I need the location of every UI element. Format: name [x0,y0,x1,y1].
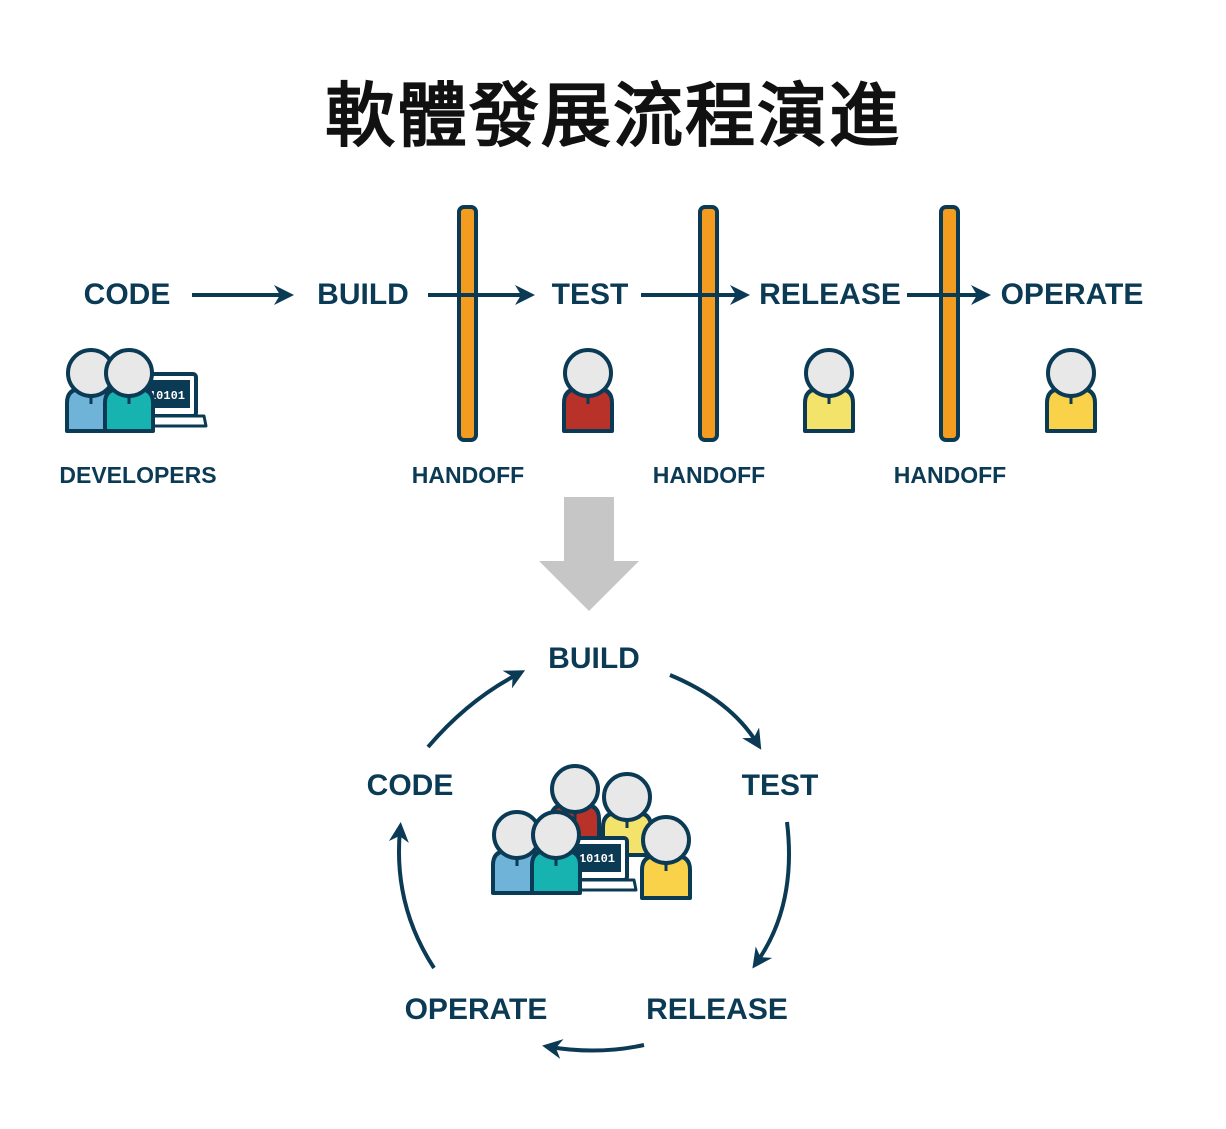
handoff-label: HANDOFF [894,462,1006,488]
top-stage-operate: OPERATE [1001,278,1144,311]
tester-icon [562,348,614,433]
top-stage-test: TEST [552,278,629,311]
laptop-code-text: 10101 [149,389,185,403]
cycle-arrow [388,822,436,970]
laptop-code-text: 10101 [579,852,615,866]
team-icon: 10101 [491,764,692,900]
developers-label: DEVELOPERS [59,462,216,488]
cycle-arrow [426,670,526,749]
cycle-arrow [752,821,791,969]
cycle-stage-test: TEST [742,769,819,802]
top-flow: CODE BUILD TEST RELEASE OPERATE 10101 DE… [59,205,1144,488]
cycle-stage-release: RELEASE [646,993,788,1026]
cycle-stage-build: BUILD [548,642,640,675]
cycle-arrow [669,673,762,750]
top-stage-build: BUILD [317,278,409,311]
handoff-bar [939,205,960,442]
cycle-stage-code: CODE [367,769,454,802]
handoff-bar [698,205,719,442]
cycle-stage-operate: OPERATE [405,993,548,1026]
developers-icon: 10101 [65,348,208,433]
page-title: 軟體發展流程演進 [325,75,901,157]
handoff-label: HANDOFF [653,462,765,488]
top-stage-release: RELEASE [759,278,901,311]
transition-down-arrow-icon [539,497,639,611]
top-stage-code: CODE [84,278,171,311]
handoff-label: HANDOFF [412,462,524,488]
operator-icon [1045,348,1097,433]
handoff-bar [457,205,478,442]
devops-cycle: BUILD TEST RELEASE OPERATE CODE 10101 [367,642,819,1059]
cycle-arrow [542,1039,645,1059]
release-person-icon [803,348,855,433]
